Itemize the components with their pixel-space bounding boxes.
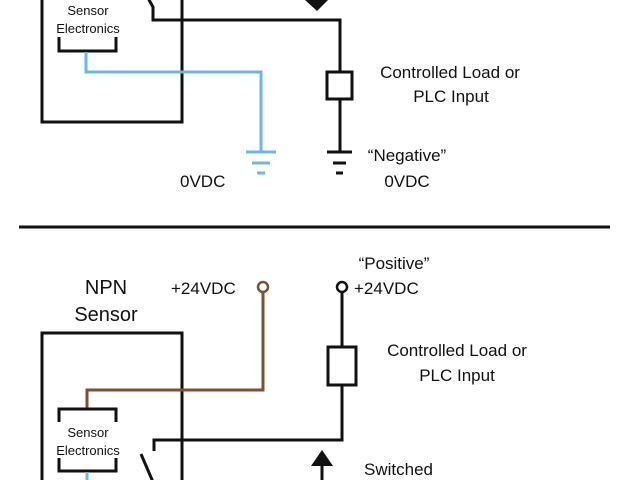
- top-electronics-label-2: Electronics: [56, 21, 120, 36]
- top-ground-wire: [84, 52, 263, 152]
- bottom-electronics-label-2: Electronics: [56, 443, 120, 458]
- bottom-current-arrow-icon: [311, 450, 333, 466]
- top-electronics-label-1: Sensor: [67, 3, 109, 18]
- top-load-label-1: Controlled Load or: [380, 63, 520, 82]
- top-negative-label-2: 0VDC: [384, 172, 429, 191]
- bottom-positive-terminal-icon: [335, 280, 349, 294]
- bottom-switched-label: Switched: [364, 460, 433, 479]
- bottom-positive-label-1: “Positive”: [359, 254, 430, 273]
- npn-sensor-title-2: Sensor: [74, 304, 138, 326]
- top-negative-ground-icon: [327, 150, 352, 175]
- bottom-electronics-bracket-bottom: [57, 458, 118, 473]
- npn-sensor-title-1: NPN: [85, 277, 127, 299]
- top-load-label-2: PLC Input: [413, 87, 489, 106]
- bottom-supply-label: +24VDC: [171, 279, 236, 298]
- top-sensor-housing: [40, 0, 184, 124]
- top-panel: Sensor Electronics 0VDC Controlled Load …: [40, 0, 520, 191]
- bottom-supply-terminal-icon: [256, 280, 270, 294]
- bottom-sensor-housing: [40, 331, 184, 480]
- bottom-switch-contact: [152, 385, 344, 451]
- top-negative-label-1: “Negative”: [368, 146, 447, 165]
- bottom-supply-wire: [85, 292, 265, 408]
- bottom-electronics-label-1: Sensor: [67, 425, 109, 440]
- bottom-electronics-bracket-top: [57, 407, 118, 422]
- bottom-load-label-1: Controlled Load or: [387, 341, 527, 360]
- top-load-resistor: [325, 70, 354, 101]
- top-switch-contact: [147, 0, 342, 72]
- top-current-arrow-icon: [305, 0, 328, 11]
- bottom-positive-label-2: +24VDC: [354, 279, 419, 298]
- bottom-load-resistor: [326, 345, 358, 387]
- top-sensor-ground-label: 0VDC: [180, 172, 225, 191]
- bottom-load-label-2: PLC Input: [419, 366, 495, 385]
- top-sensor-ground-icon: [246, 150, 276, 175]
- bottom-panel: NPN Sensor +24VDC Sensor Electronics Swi…: [40, 254, 527, 480]
- top-electronics-bracket: [57, 37, 118, 53]
- bottom-switch-blade: [139, 453, 154, 480]
